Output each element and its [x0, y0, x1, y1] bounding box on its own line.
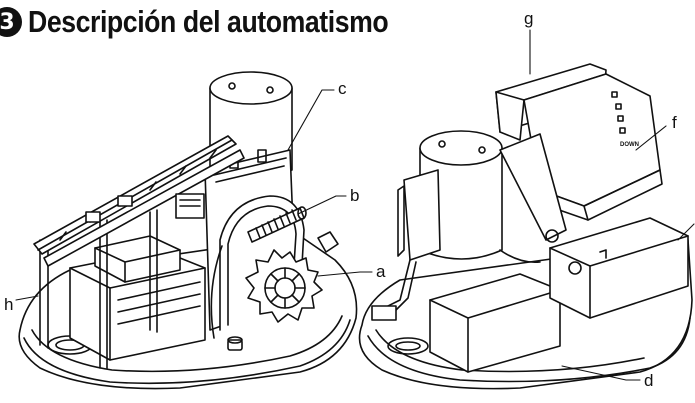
leader-lines: [15, 29, 695, 381]
section-title: Descripción del automatismo: [28, 4, 389, 39]
right-base-oval-hole: [387, 337, 429, 355]
label-a: a: [376, 262, 386, 281]
label-c: c: [338, 79, 347, 98]
label-f: f: [672, 113, 677, 132]
right-battery-left: [429, 273, 561, 373]
section-number-badge: 3: [0, 7, 22, 37]
board-down-label: DOWN: [620, 142, 639, 148]
left-unit: [18, 71, 358, 390]
left-drive-gear: [245, 249, 323, 323]
left-base-rim: [23, 319, 351, 385]
label-g: g: [524, 9, 533, 28]
right-unit: DOWN: [358, 63, 693, 390]
left-threaded-screw: [247, 206, 307, 243]
left-base-rim-inner: [31, 315, 343, 373]
left-vertical-posts: [39, 209, 158, 369]
left-bolt: [227, 336, 243, 351]
section-heading: 3 Descripción del automatismo: [0, 2, 447, 42]
right-battery-right: [549, 217, 689, 319]
right-arm: [499, 133, 567, 241]
label-h: h: [4, 295, 13, 314]
left-transformer: [69, 235, 206, 361]
label-d: d: [644, 371, 653, 390]
label-b: b: [350, 186, 359, 205]
right-motor-top: [419, 130, 503, 166]
left-wire: [210, 245, 223, 339]
left-motor-top: [209, 71, 293, 105]
left-top-rail: [33, 135, 245, 267]
